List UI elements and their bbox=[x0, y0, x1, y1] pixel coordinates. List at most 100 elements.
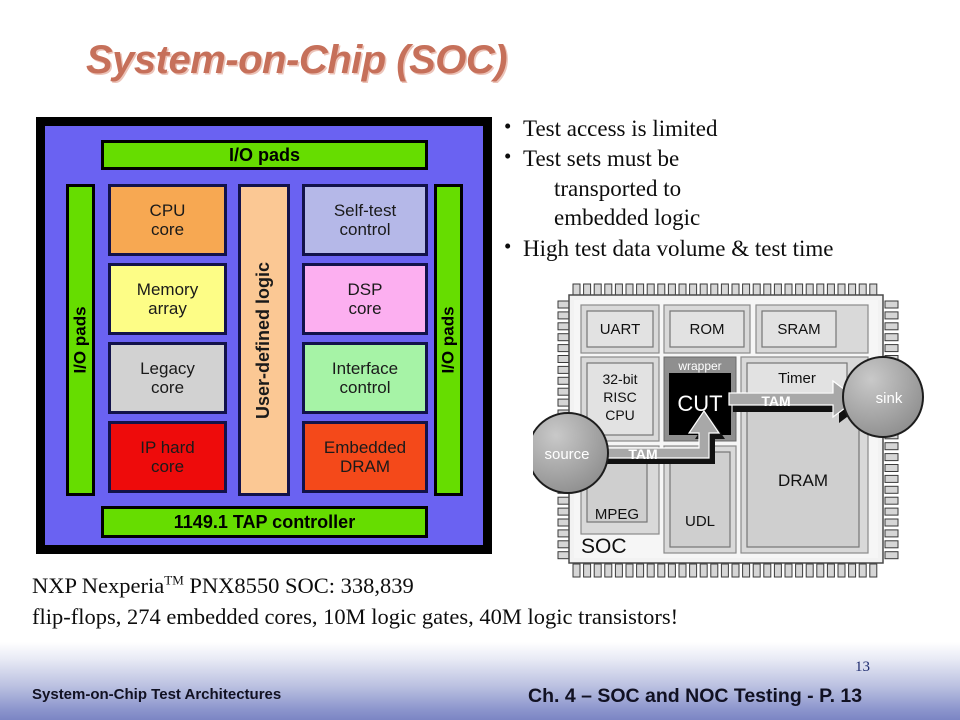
chip-pin bbox=[884, 496, 899, 505]
chip-pin bbox=[657, 563, 666, 578]
core-box-line1: Self-test bbox=[333, 200, 397, 220]
wrapper-label: wrapper bbox=[677, 359, 721, 373]
chip-pin bbox=[795, 563, 804, 578]
chip-pin bbox=[826, 563, 835, 578]
user-defined-logic-label: User-defined logic bbox=[253, 261, 274, 419]
io-pads-top: I/O pads bbox=[101, 140, 428, 170]
tap-controller-bar: 1149.1 TAP controller bbox=[101, 506, 428, 538]
chip-pin bbox=[884, 300, 899, 309]
nxp-caption: NXP NexperiaTM PNX8550 SOC: 338,839 flip… bbox=[32, 570, 882, 632]
block-label-rom: ROM bbox=[690, 321, 725, 338]
chip-pin bbox=[699, 563, 708, 578]
chip-pin bbox=[593, 563, 602, 578]
chip-pin bbox=[805, 563, 814, 578]
bullet-item: Test access is limited bbox=[504, 113, 950, 143]
io-pads-right: I/O pads bbox=[434, 184, 463, 496]
core-box-line2: core bbox=[150, 378, 185, 397]
chip-pin bbox=[848, 563, 857, 578]
caption-line1-a: NXP Nexperia bbox=[32, 573, 165, 598]
chip-pin bbox=[636, 563, 645, 578]
bullet-text: High test data volume & test time bbox=[523, 235, 834, 261]
bullet-item: Test sets must be transported to embedded … bbox=[504, 143, 950, 232]
bullet-continuation: embedded logic bbox=[554, 205, 701, 231]
chip-pin bbox=[884, 485, 899, 494]
chip-pin bbox=[752, 563, 761, 578]
chip-pin bbox=[884, 518, 899, 527]
bullet-item: High test data volume & test time bbox=[504, 233, 950, 263]
core-box-line2: core bbox=[348, 299, 382, 318]
bullet-continuation: transported to bbox=[554, 175, 682, 201]
block-label-cpu-l2: RISC bbox=[603, 389, 636, 405]
block-label-uart: UART bbox=[600, 321, 641, 338]
block-label-sram: SRAM bbox=[777, 321, 820, 338]
chip-pin bbox=[869, 563, 878, 578]
bullet-text: Test sets must be bbox=[523, 146, 680, 172]
block-label-mpeg: MPEG bbox=[595, 506, 639, 523]
core-box-line1: Legacy bbox=[140, 358, 195, 378]
core-box-line1: Memory bbox=[136, 279, 199, 299]
chip-pin bbox=[614, 563, 623, 578]
chip-pin bbox=[720, 563, 729, 578]
tam-label-out: TAM bbox=[761, 393, 790, 409]
chip-pin bbox=[816, 563, 825, 578]
chip-pin bbox=[773, 563, 782, 578]
user-defined-logic-block: User-defined logic bbox=[238, 184, 290, 496]
core-box-line2: control bbox=[339, 378, 391, 397]
trademark-symbol: TM bbox=[164, 572, 184, 588]
cut-label: CUT bbox=[677, 391, 722, 416]
core-box-line1: CPU bbox=[149, 200, 186, 220]
chip-pin bbox=[884, 464, 899, 472]
chip-pin bbox=[837, 563, 846, 578]
chip-pin bbox=[884, 529, 899, 538]
chip-pin bbox=[572, 563, 581, 578]
block-label-udl: UDL bbox=[685, 513, 715, 530]
tam-arrow-in bbox=[600, 409, 721, 459]
io-pads-left: I/O pads bbox=[66, 184, 95, 496]
chip-pin bbox=[689, 563, 698, 578]
chip-pin bbox=[884, 333, 899, 342]
chip-pin bbox=[667, 563, 676, 578]
chip-pin bbox=[884, 540, 899, 549]
block-label-dram: DRAM bbox=[778, 471, 828, 490]
chip-pin bbox=[604, 563, 613, 578]
core-box-line2: core bbox=[150, 220, 185, 239]
core-box-line1: Embedded bbox=[323, 437, 407, 457]
core-box-line1: DSP bbox=[347, 279, 383, 299]
page-title: System-on-Chip (SOC) bbox=[86, 38, 508, 82]
chip-pin bbox=[731, 563, 740, 578]
block-label-cpu-l3: CPU bbox=[605, 407, 635, 423]
core-box-line2: core bbox=[150, 457, 185, 476]
source-node bbox=[533, 412, 609, 494]
chip-pin bbox=[784, 563, 793, 578]
tam-label-in: TAM bbox=[628, 446, 657, 462]
chip-pin bbox=[646, 563, 655, 578]
chip-pin bbox=[884, 453, 899, 462]
footer-band: System-on-Chip Test Architectures 13 Ch.… bbox=[0, 642, 960, 720]
bullet-list: Test access is limitedTest sets must be t… bbox=[504, 113, 950, 264]
core-box-line2: array bbox=[148, 299, 187, 318]
chip-pin bbox=[678, 563, 687, 578]
block-label-timer: Timer bbox=[778, 370, 816, 387]
core-box-line1: Interface bbox=[331, 358, 399, 378]
chip-pin bbox=[763, 563, 772, 578]
core-box-line2: control bbox=[339, 220, 391, 239]
page-number: 13 bbox=[855, 659, 870, 675]
chip-pin bbox=[884, 551, 899, 560]
chip-pin bbox=[884, 507, 899, 516]
chip-pin bbox=[884, 474, 899, 483]
chip-pin bbox=[884, 322, 899, 331]
chip-pin bbox=[710, 563, 719, 578]
bullet-text: Test access is limited bbox=[523, 116, 718, 141]
sink-node bbox=[842, 356, 924, 438]
block-label-cpu-l1: 32-bit bbox=[602, 371, 637, 387]
footer-book-title: System-on-Chip Test Architectures bbox=[32, 686, 282, 703]
core-box-line2: DRAM bbox=[339, 457, 391, 476]
soc-chip-illustration: UART ROM SRAM 32-bit RISC CPU wrapper CU… bbox=[533, 281, 925, 580]
caption-line1-b: PNX8550 SOC: 338,839 bbox=[183, 573, 414, 598]
